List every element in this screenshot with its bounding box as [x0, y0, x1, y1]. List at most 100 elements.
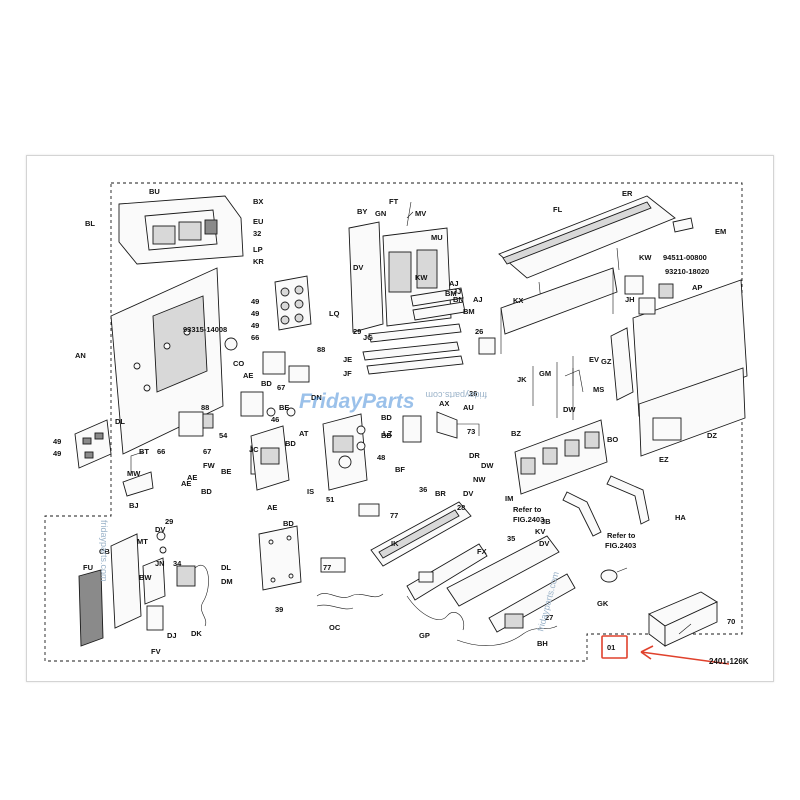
part-label: 36: [419, 485, 427, 494]
part-label: BD: [201, 487, 212, 496]
part-label: 88: [201, 403, 209, 412]
part-label: DV: [539, 539, 549, 548]
part-label: AE: [181, 479, 191, 488]
part-label: FV: [151, 647, 161, 656]
part-label: 29: [165, 517, 173, 526]
part-label: MU: [431, 233, 443, 242]
part-label: BW: [139, 573, 152, 582]
part-label: 35: [507, 534, 515, 543]
part-label: DN: [311, 393, 322, 402]
part-label: 26: [469, 389, 477, 398]
bracket-MT: [78, 531, 209, 647]
part-label: NW: [473, 475, 486, 484]
part-label: 34: [173, 559, 182, 568]
part-label: LP: [253, 245, 263, 254]
part-label: 73: [467, 427, 475, 436]
part-label: 49: [251, 309, 259, 318]
busbars-JE-JF: [362, 287, 466, 375]
bracket-KX: [500, 267, 618, 354]
relay-26: [402, 337, 496, 443]
part-label: HA: [675, 513, 686, 522]
part-label: JJ: [453, 287, 461, 296]
part-label: 46: [271, 415, 279, 424]
part-label: BE: [279, 403, 289, 412]
part-label: ER: [622, 189, 633, 198]
harness-GP: [406, 595, 558, 646]
watermark-rotated-left: fridayparts.com: [99, 520, 109, 582]
part-label: 39: [275, 605, 283, 614]
watermark-brand: FridayParts: [299, 390, 415, 413]
part-label: 70: [727, 617, 735, 626]
part-label: DV: [463, 489, 473, 498]
part-label: 51: [326, 495, 334, 504]
part-label: 48: [377, 453, 385, 462]
part-label: 49: [53, 449, 61, 458]
part-label: 66: [251, 333, 259, 342]
part-label: BU: [149, 187, 160, 196]
panel-AN: [74, 267, 224, 469]
part-label: 93210-18020: [665, 267, 709, 276]
board-27: [446, 535, 576, 633]
part-label: FX: [477, 547, 487, 556]
part-label: JK: [517, 375, 527, 384]
note-refer-1-line-1: Refer to: [513, 505, 542, 514]
contactor-51: [322, 413, 368, 491]
part-label: 54: [219, 431, 228, 440]
cover-FL: [498, 195, 676, 303]
part-label: 94511-00800: [663, 253, 707, 262]
part-label: JH: [625, 295, 635, 304]
part-label: BX: [253, 197, 263, 206]
contactor-JC: [250, 425, 290, 491]
plate-EM: [672, 217, 694, 233]
part-label: BD: [283, 519, 294, 528]
highlighted-part-label: 01: [607, 643, 615, 652]
part-label: KR: [253, 257, 264, 266]
bracket-MS: [564, 327, 634, 401]
part-label: BR: [435, 489, 446, 498]
board-36: [370, 501, 488, 601]
part-label: BN: [453, 295, 464, 304]
part-label: JB: [541, 517, 551, 526]
part-label: LZ: [383, 429, 393, 438]
exploded-parts-diagram: BUBXEU32LPKRBLAN494949494993315-14008LQ6…: [44, 182, 749, 666]
highlighted-part: 01: [601, 635, 628, 659]
watermark-mirrored-text: fridayparts.com: [425, 390, 487, 400]
part-label: DZ: [707, 431, 717, 440]
part-label: FT: [389, 197, 399, 206]
part-label: 49: [251, 297, 259, 306]
part-label: 29: [353, 327, 361, 336]
part-label: BY: [357, 207, 367, 216]
part-label: 77: [323, 563, 331, 572]
part-label: DK: [191, 629, 202, 638]
part-label: AE: [243, 371, 253, 380]
part-label: IM: [505, 494, 513, 503]
part-label: KX: [513, 296, 523, 305]
part-label: BZ: [511, 429, 521, 438]
part-label: AE: [187, 473, 197, 482]
part-label: MW: [127, 469, 141, 478]
part-label: 67: [277, 383, 285, 392]
part-label: BL: [85, 219, 95, 228]
part-label: 93315-14008: [183, 325, 227, 334]
part-label: BD: [285, 439, 296, 448]
figure-id: 2401-126K: [709, 657, 749, 666]
part-label: MV: [415, 209, 426, 218]
plate-39: [258, 525, 302, 591]
part-label: FW: [203, 461, 216, 470]
part-label: GK: [597, 599, 609, 608]
part-label: 67: [203, 447, 211, 456]
part-label: KW: [415, 273, 428, 282]
cable-OC: [316, 593, 384, 610]
contactor-block-DW: [514, 356, 608, 495]
part-label: FL: [553, 205, 563, 214]
part-label: BD: [261, 379, 272, 388]
part-label: DW: [481, 461, 494, 470]
part-label: EV: [589, 355, 599, 364]
part-label: EZ: [659, 455, 669, 464]
note-refer-1-line-2: FIG.2403: [513, 515, 544, 524]
part-label: JF: [343, 369, 352, 378]
part-label: IK: [391, 539, 399, 548]
block-49: [274, 275, 312, 331]
part-label: MS: [593, 385, 604, 394]
